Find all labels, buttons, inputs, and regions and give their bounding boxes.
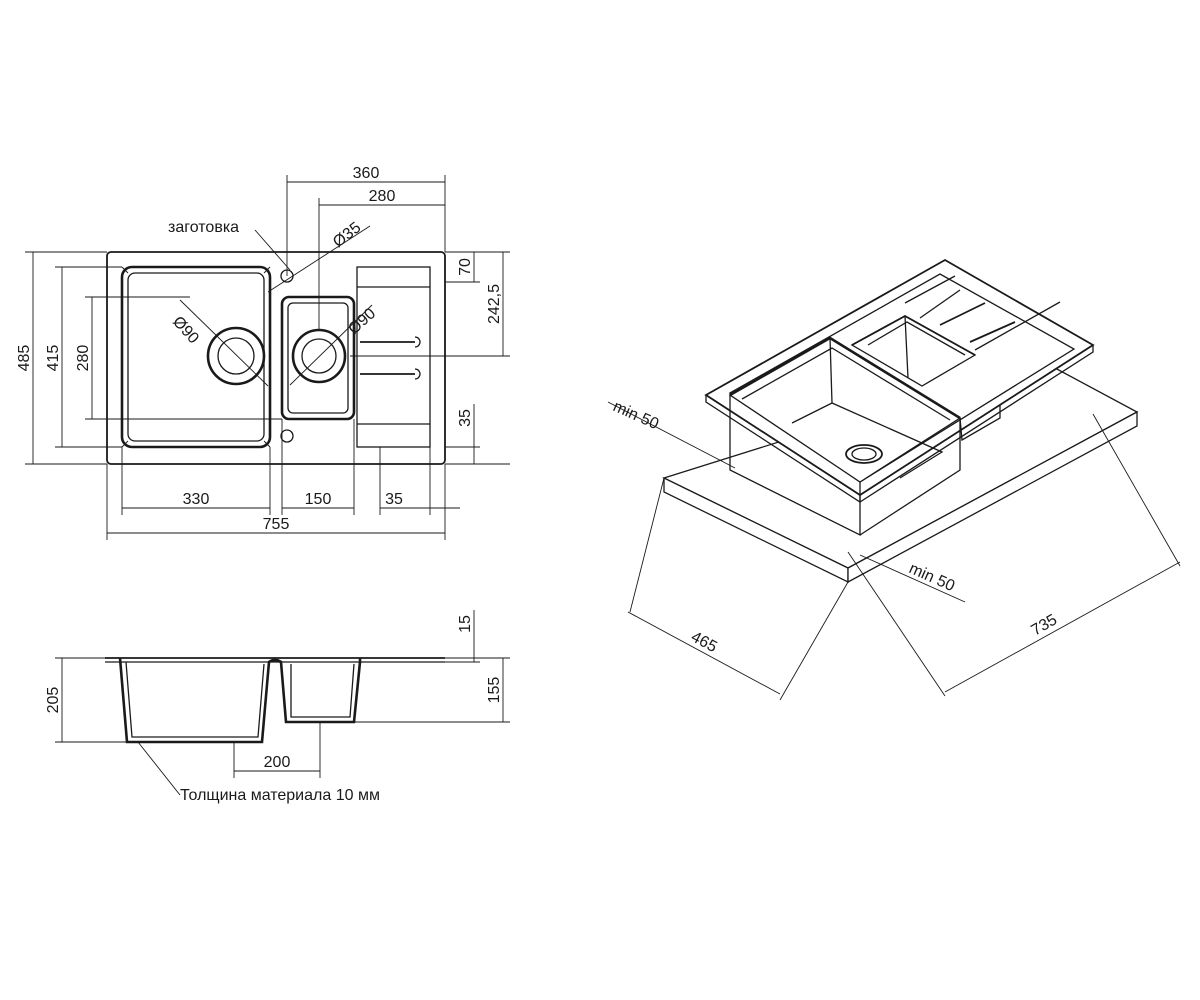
side-view: 205 15 155 200 Толщина материала 10 мм xyxy=(45,610,510,804)
dim-360: 360 xyxy=(353,165,380,182)
dim-tap-hole: Ø35 xyxy=(330,219,364,251)
countertop-side xyxy=(847,410,1138,584)
dim-415: 415 xyxy=(45,345,62,372)
label-blank: заготовка xyxy=(168,219,239,236)
dim-485: 485 xyxy=(16,345,33,372)
dim-205: 205 xyxy=(45,687,62,714)
large-bowl-inner xyxy=(127,272,265,442)
material-note: Толщина материала 10 мм xyxy=(180,787,380,804)
iso-drainboard-grooves xyxy=(939,302,1016,343)
iso-view: min 50 min 50 465 735 xyxy=(607,258,1181,701)
overflow-hole xyxy=(280,429,294,443)
dim-drain-large: Ø90 xyxy=(169,313,202,347)
dim-200: 200 xyxy=(264,754,291,771)
iso-drain xyxy=(845,444,883,464)
dim-330: 330 xyxy=(183,491,210,508)
dim-755: 755 xyxy=(263,516,290,533)
dim-35-right: 35 xyxy=(457,409,474,427)
dim-155: 155 xyxy=(486,677,503,704)
drain-large xyxy=(206,326,266,386)
dim-280-left: 280 xyxy=(75,345,92,372)
dim-150: 150 xyxy=(305,491,332,508)
dim-70: 70 xyxy=(457,258,474,276)
large-bowl-profile xyxy=(118,657,362,744)
large-bowl-outer xyxy=(120,265,272,449)
dim-735: 735 xyxy=(1029,611,1061,639)
small-bowl-outer xyxy=(280,295,356,421)
dim-drain-small: Ø90 xyxy=(345,305,379,338)
dim-min50-front: min 50 xyxy=(610,398,661,433)
dim-465: 465 xyxy=(688,629,720,657)
top-view: 360 280 заготовка Ø35 Ø90 Ø90 70 242,5 3… xyxy=(16,165,510,540)
dim-35-bottom: 35 xyxy=(385,491,403,508)
sink-outline xyxy=(106,251,446,465)
dim-min50-side: min 50 xyxy=(906,560,957,595)
dim-280-top: 280 xyxy=(369,188,396,205)
dim-242-5: 242,5 xyxy=(486,284,503,324)
drainboard xyxy=(356,266,431,448)
dim-15: 15 xyxy=(457,615,474,633)
